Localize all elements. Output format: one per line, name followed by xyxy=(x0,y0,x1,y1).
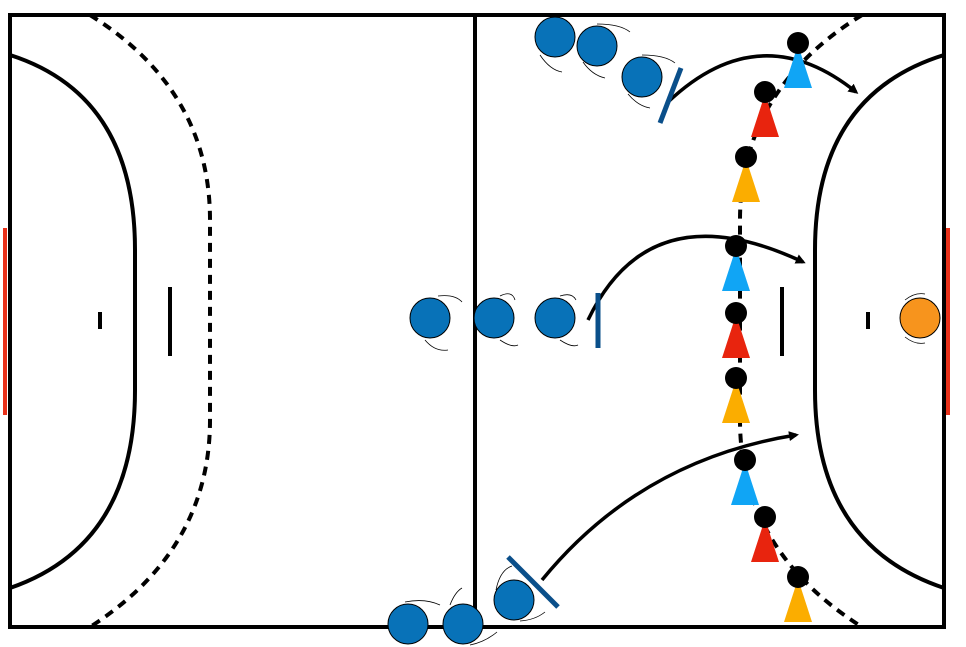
defender-red xyxy=(722,302,750,358)
defender-cone xyxy=(722,321,750,358)
defender-yellow xyxy=(784,566,812,622)
defender-blue xyxy=(784,32,812,88)
defender-head xyxy=(725,302,747,324)
defender-red xyxy=(751,506,779,562)
left-free-throw-line xyxy=(88,13,212,629)
defender-cone xyxy=(784,585,812,622)
defender-head xyxy=(754,81,776,103)
defender-head xyxy=(787,32,809,54)
right-free-throw-line xyxy=(738,13,864,629)
defender-cone xyxy=(722,386,750,423)
defender-head xyxy=(725,235,747,257)
defender-yellow xyxy=(732,146,760,202)
defender-head xyxy=(754,506,776,528)
movement-arrow-top xyxy=(666,54,859,104)
defender-blue xyxy=(722,235,750,291)
attacker-player xyxy=(473,293,519,347)
attacker-player xyxy=(534,294,579,347)
attacker-player xyxy=(387,600,441,645)
left-goal-area-line xyxy=(9,53,137,590)
defender-cone xyxy=(722,254,750,291)
defender-yellow xyxy=(722,367,750,423)
defender-head xyxy=(735,146,757,168)
defender-blue xyxy=(731,449,759,505)
defender-head xyxy=(725,367,747,389)
defender-cone xyxy=(732,165,760,202)
defender-red xyxy=(751,81,779,137)
defender-head xyxy=(734,449,756,471)
screen-block xyxy=(506,555,560,609)
movement-arrow-middle xyxy=(586,234,806,321)
defender-cone xyxy=(751,100,779,137)
movement-arrow-bottom xyxy=(540,431,799,582)
attacker-player xyxy=(493,565,546,622)
defender-head xyxy=(787,566,809,588)
attacker-player xyxy=(621,54,676,109)
goalkeeper xyxy=(899,293,941,344)
defender-cone xyxy=(731,468,759,505)
screen-block xyxy=(657,67,684,124)
attacker-player xyxy=(442,587,498,646)
defender-cone xyxy=(784,51,812,88)
right-goal-area-line xyxy=(813,53,945,590)
defenders xyxy=(722,32,812,622)
defender-cone xyxy=(751,525,779,562)
attacker-player xyxy=(534,16,576,73)
attacker-player xyxy=(576,23,631,79)
attacker-player xyxy=(409,295,463,351)
